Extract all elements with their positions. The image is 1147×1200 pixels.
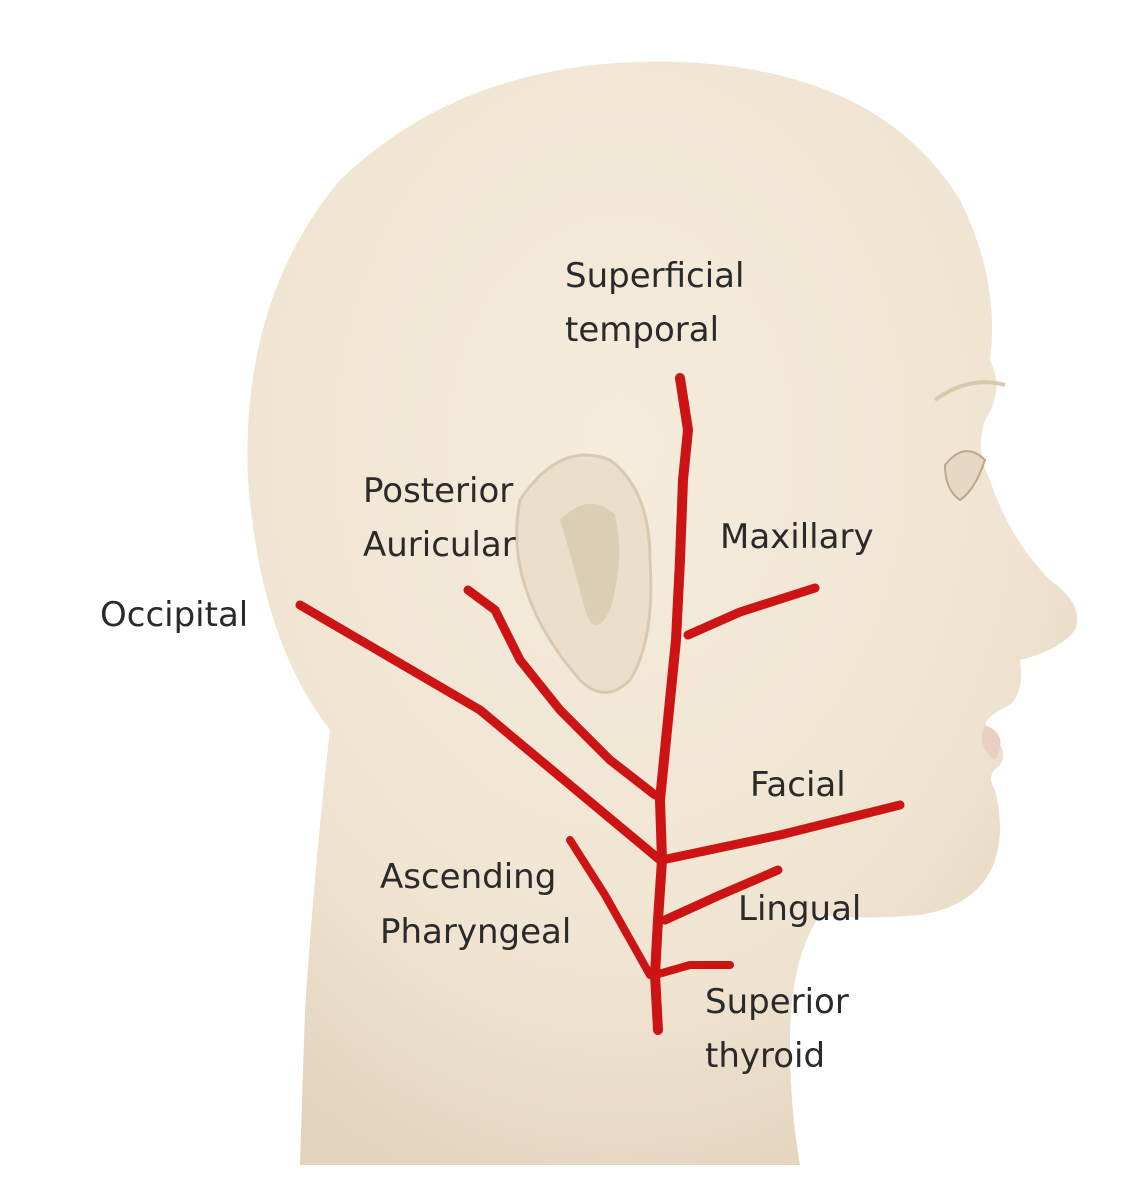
artery-lingual	[660, 865, 783, 925]
head-silhouette	[247, 61, 1078, 1166]
label-maxillary: Maxillary	[720, 517, 874, 557]
artery-external-carotid-trunk	[650, 373, 693, 1035]
artery-maxillary	[683, 583, 820, 640]
artery-posterior-auricular	[463, 585, 660, 800]
label-lingual: Lingual	[738, 889, 861, 929]
ear-inner	[560, 503, 619, 625]
label-superior-thyroid-2: thyroid	[705, 1036, 825, 1076]
lips	[981, 725, 1001, 760]
artery-ascending-pharyngeal	[566, 836, 654, 979]
label-superior-thyroid-1: Superior	[705, 982, 849, 1022]
label-ascending-pharyngeal-1: Ascending	[380, 857, 556, 897]
brow	[933, 380, 1006, 402]
label-ascending-pharyngeal-2: Pharyngeal	[380, 912, 571, 952]
artery-facial	[657, 800, 905, 865]
artery-occipital	[295, 600, 665, 865]
label-superficial-temporal-1: Superficial	[565, 256, 744, 296]
label-superficial-temporal-2: temporal	[565, 310, 719, 350]
arteries	[295, 373, 905, 1035]
artery-superior-thyroid	[651, 961, 734, 979]
eye	[943, 450, 987, 502]
label-posterior-auricular-1: Posterior	[363, 471, 513, 511]
label-posterior-auricular-2: Auricular	[363, 525, 516, 565]
label-facial: Facial	[750, 765, 846, 805]
label-occipital: Occipital	[100, 595, 248, 635]
